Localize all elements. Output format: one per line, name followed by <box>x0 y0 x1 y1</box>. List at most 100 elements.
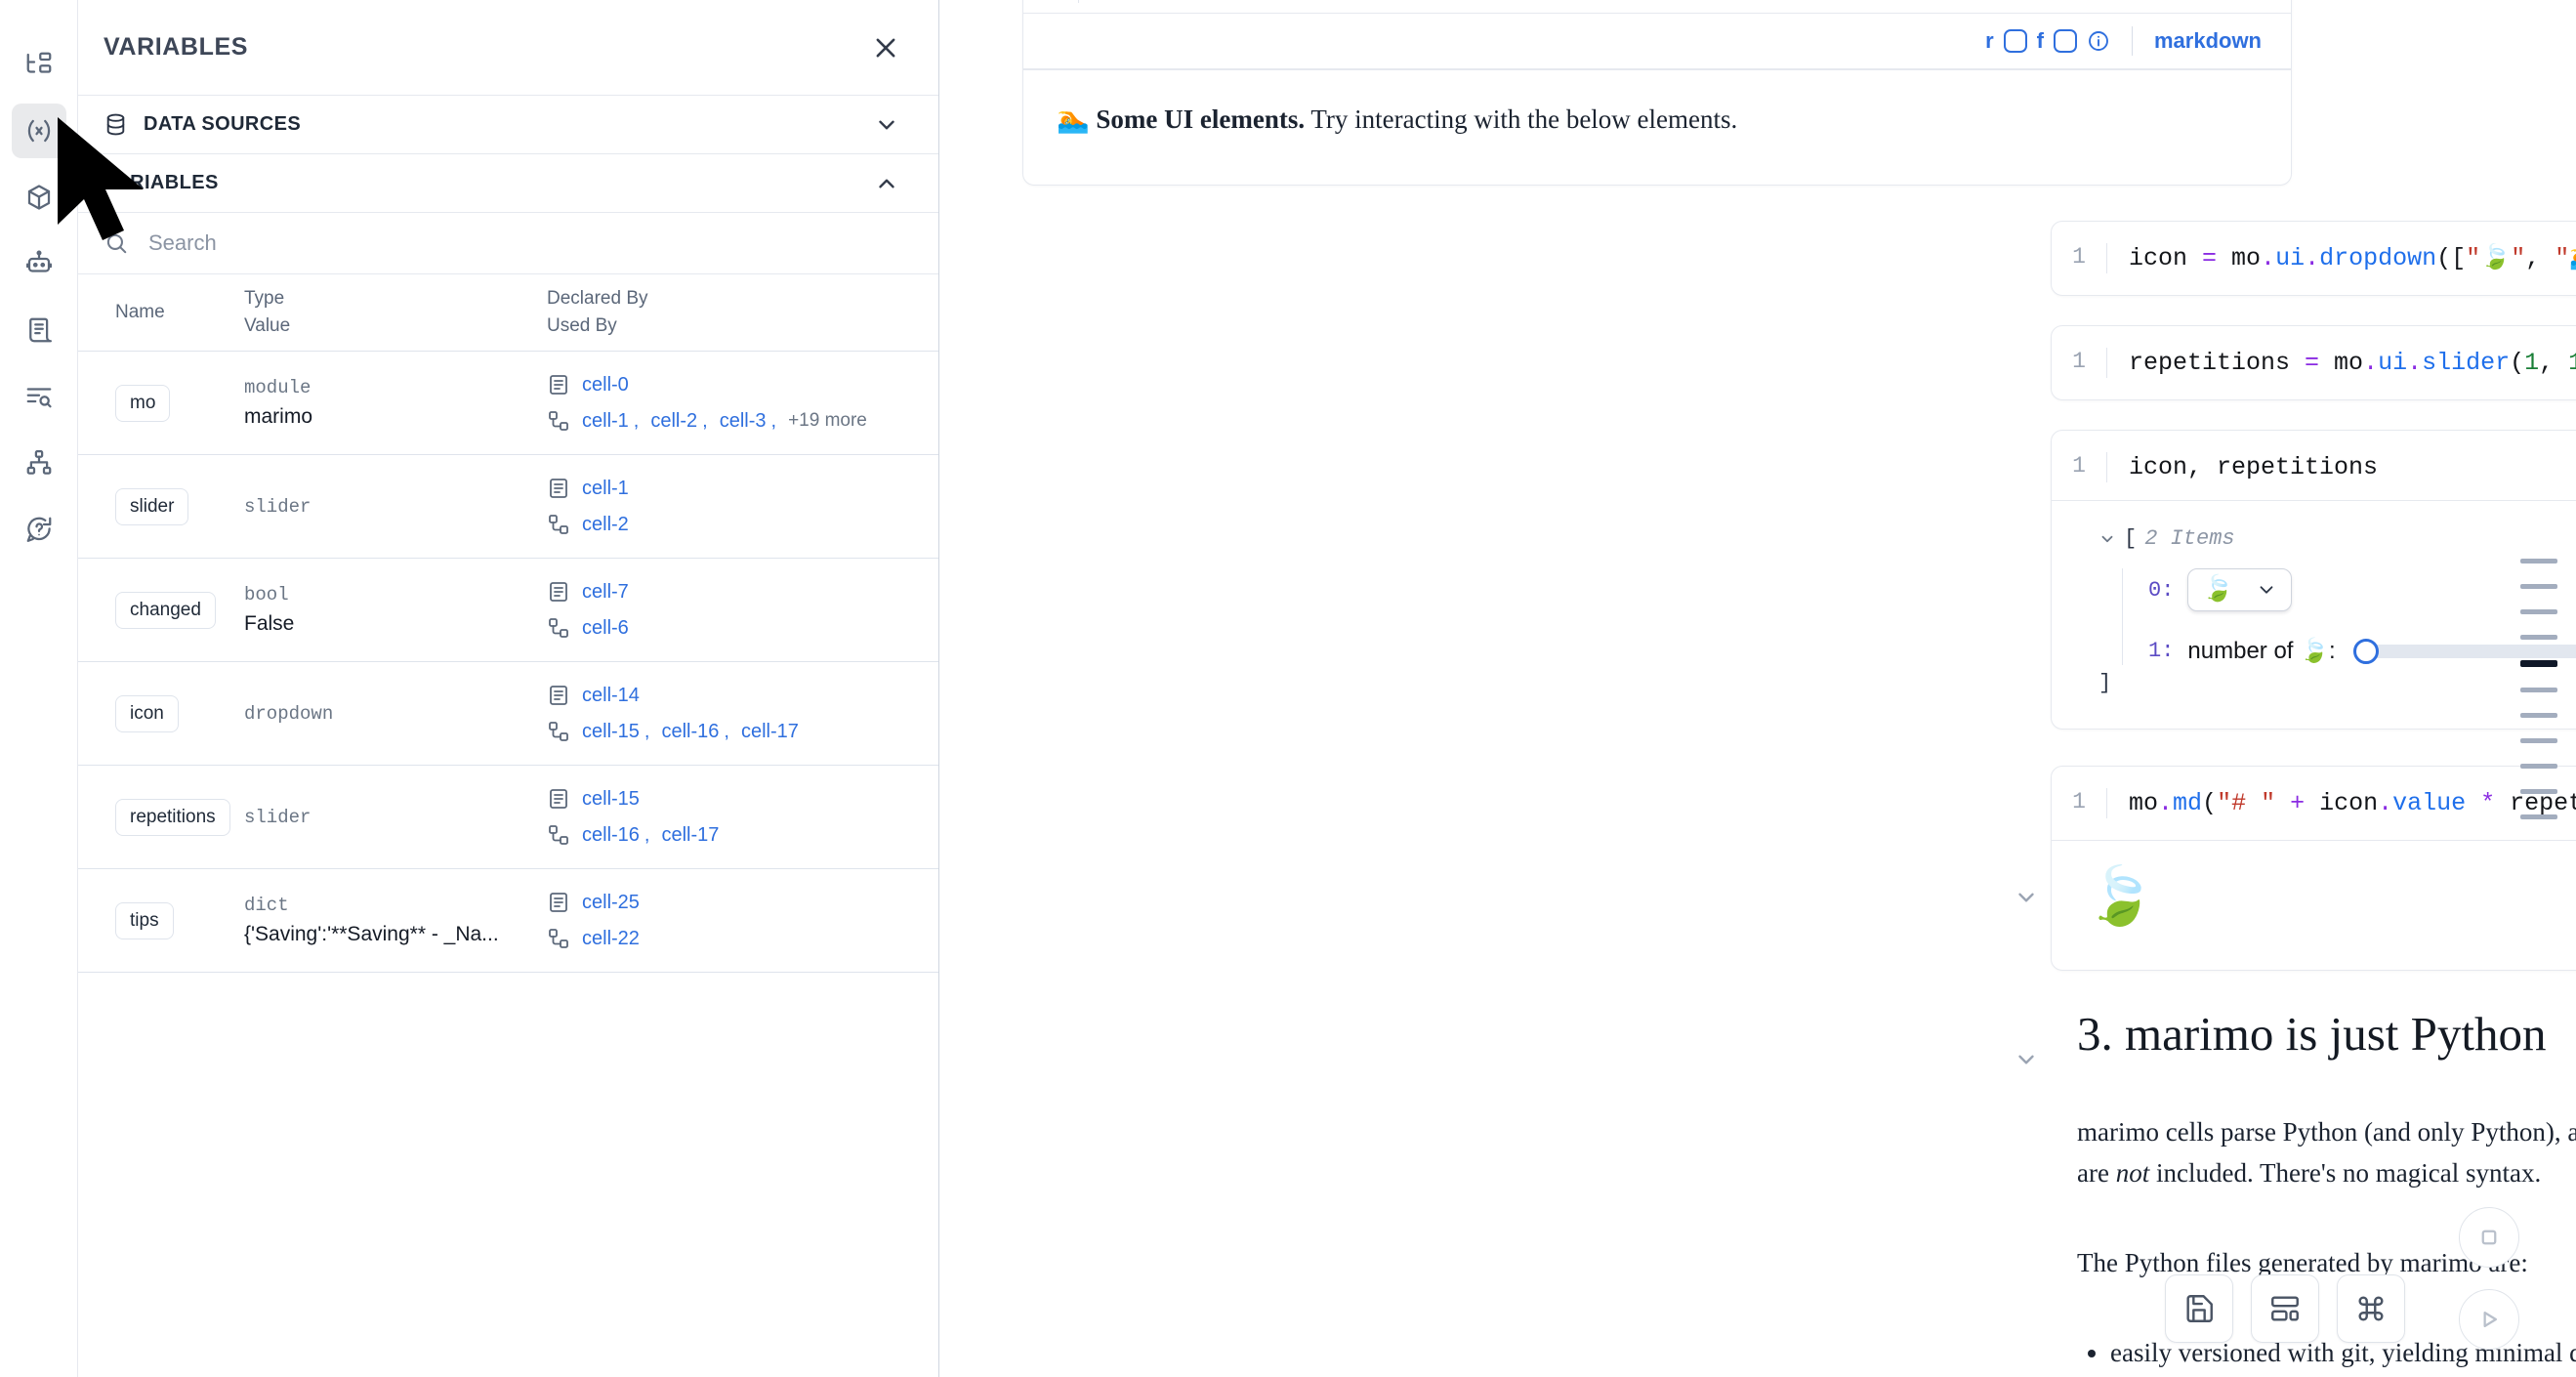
cell-markdown-top[interactable]: 1 """🏊 Some UI elements.""" Try interact… <box>1022 0 2292 186</box>
code-source[interactable]: repetitions = mo.ui.slider(1, 16, label=… <box>2106 348 2576 379</box>
cell-link[interactable]: cell-0 <box>582 373 629 396</box>
cell-variable-name: icon <box>78 661 244 766</box>
command-palette-button[interactable] <box>2337 1274 2405 1343</box>
toggle-r-checkbox[interactable] <box>2003 29 2027 53</box>
repetitions-slider[interactable] <box>2352 638 2576 664</box>
sidebar-item-chat[interactable] <box>12 236 66 291</box>
variable-name-chip[interactable]: mo <box>115 384 171 422</box>
sidebar-item-logs[interactable] <box>12 369 66 424</box>
cell-link[interactable]: cell-7 <box>582 580 629 603</box>
collapse-cell-md-chevron[interactable] <box>2014 885 2039 910</box>
variable-value: False <box>244 612 295 635</box>
stop-button[interactable] <box>2459 1207 2519 1268</box>
cell-link[interactable]: cell-17 <box>661 823 720 846</box>
section-data-sources[interactable]: DATA SOURCES <box>78 96 938 154</box>
section-variables[interactable]: VARIABLES <box>78 154 938 213</box>
language-badge[interactable]: markdown <box>2153 28 2262 53</box>
md-source[interactable]: """🏊 Some UI elements.""" Try interactin… <box>1078 0 2044 3</box>
cell-link[interactable]: cell-1 <box>582 477 629 499</box>
used-by-line: cell-16,cell-17 <box>547 823 929 847</box>
minimap-bar[interactable] <box>2520 608 2557 614</box>
variable-name-chip[interactable]: icon <box>115 694 179 732</box>
toggle-f-checkbox[interactable] <box>2053 29 2077 53</box>
cell-link[interactable]: cell-17 <box>740 720 799 742</box>
cell-link[interactable]: cell-16 <box>582 823 640 846</box>
minimap-bar[interactable] <box>2520 814 2557 819</box>
search-input[interactable] <box>146 230 913 257</box>
minimap-bar[interactable] <box>2520 737 2557 743</box>
sidebar-item-scratchpad[interactable] <box>12 303 66 357</box>
cell-link[interactable]: cell-2 <box>650 409 698 432</box>
sidebar-item-dependency-graph[interactable] <box>12 436 66 490</box>
search-icon <box>104 230 129 256</box>
variable-name-chip[interactable]: repetitions <box>115 798 230 836</box>
leaf-emoji: 🍃 <box>2202 575 2234 605</box>
close-panel-button[interactable] <box>872 34 899 62</box>
minimap-bar[interactable] <box>2520 583 2557 589</box>
cell-repetitions-slider[interactable]: 1 repetitions = mo.ui.slider(1, 16, labe… <box>2051 325 2576 401</box>
info-icon[interactable] <box>2087 29 2110 53</box>
code-source[interactable]: icon = mo.ui.dropdown(["🍃", "🏊", "✨"], v… <box>2106 243 2576 274</box>
variable-type: dropdown <box>244 702 334 725</box>
minimap-bar[interactable] <box>2520 687 2557 692</box>
minimap-bar[interactable] <box>2520 763 2557 769</box>
declared-by-icon <box>547 684 570 707</box>
cell-link[interactable]: cell-3 <box>719 409 767 432</box>
cell-icon-dropdown[interactable]: 1 icon = mo.ui.dropdown(["🍃", "🏊", "✨"],… <box>2051 221 2576 297</box>
layout-button[interactable] <box>2251 1274 2319 1343</box>
cell-link[interactable]: cell-22 <box>582 927 640 949</box>
minimap-bar[interactable] <box>2520 634 2557 640</box>
run-button[interactable] <box>2459 1289 2519 1350</box>
code-source[interactable]: icon, repetitions <box>2106 452 2379 483</box>
code-token: 16 <box>2568 349 2576 377</box>
declared-by-icon <box>547 580 570 604</box>
variable-name-chip[interactable]: slider <box>115 487 189 525</box>
variable-name-chip[interactable]: changed <box>115 591 216 629</box>
cell-mo-md[interactable]: 1 mo.md("# " + icon.value * repetitions.… <box>2051 766 2576 972</box>
sidebar-item-help[interactable] <box>12 502 66 557</box>
cell-link[interactable]: cell-6 <box>582 616 629 639</box>
sidebar-item-packages[interactable] <box>12 170 66 225</box>
code-token: md <box>2173 789 2203 817</box>
chevron-up-icon[interactable] <box>874 171 899 196</box>
cell-link[interactable]: cell-2 <box>582 513 629 535</box>
sidebar-item-variables[interactable] <box>11 104 66 158</box>
th-declared-used: Declared By Used By <box>547 274 938 352</box>
more-count[interactable]: +19 more <box>788 410 867 431</box>
cell-link[interactable]: cell-15 <box>582 720 640 742</box>
variable-name-chip[interactable]: tips <box>115 901 174 939</box>
table-header-row: Name Type Value Declared By Used By <box>78 274 938 352</box>
code-token: . <box>2305 244 2320 272</box>
cell-link[interactable]: cell-14 <box>582 684 640 706</box>
minimap-bar[interactable] <box>2520 712 2557 718</box>
cell-icon-repetitions[interactable]: 1 icon, repetitions [ 2 Items <box>2051 430 2576 730</box>
code-token: dropdown <box>2319 244 2437 272</box>
repr-header[interactable]: [ 2 Items <box>2098 526 2576 551</box>
collapse-section3-chevron[interactable] <box>2014 1047 2039 1072</box>
package-icon <box>24 183 54 212</box>
minimap-bar[interactable] <box>2520 558 2557 563</box>
declared-by-icon <box>547 891 570 914</box>
code-source[interactable]: mo.md("# " + icon.value * repetitions.va… <box>2106 788 2576 819</box>
minimap[interactable] <box>2502 0 2576 1377</box>
slider-knob[interactable] <box>2352 638 2379 664</box>
minimap-bar-active[interactable] <box>2520 659 2557 667</box>
icon-dropdown[interactable]: 🍃 <box>2187 568 2292 612</box>
sidebar-item-explorer[interactable] <box>12 37 66 92</box>
cell-link[interactable]: cell-15 <box>582 787 640 810</box>
chevron-down-icon <box>2256 579 2277 601</box>
cell-link[interactable]: cell-25 <box>582 891 640 913</box>
cell-link[interactable]: cell-1 <box>582 409 629 432</box>
minimap-bar[interactable] <box>2520 788 2557 794</box>
code-token: "🏊" <box>2555 244 2576 272</box>
save-button[interactable] <box>2165 1274 2233 1343</box>
cell-link[interactable]: cell-16 <box>661 720 720 742</box>
chevron-down-icon[interactable] <box>874 112 899 138</box>
chevron-down-icon[interactable] <box>2098 530 2116 548</box>
